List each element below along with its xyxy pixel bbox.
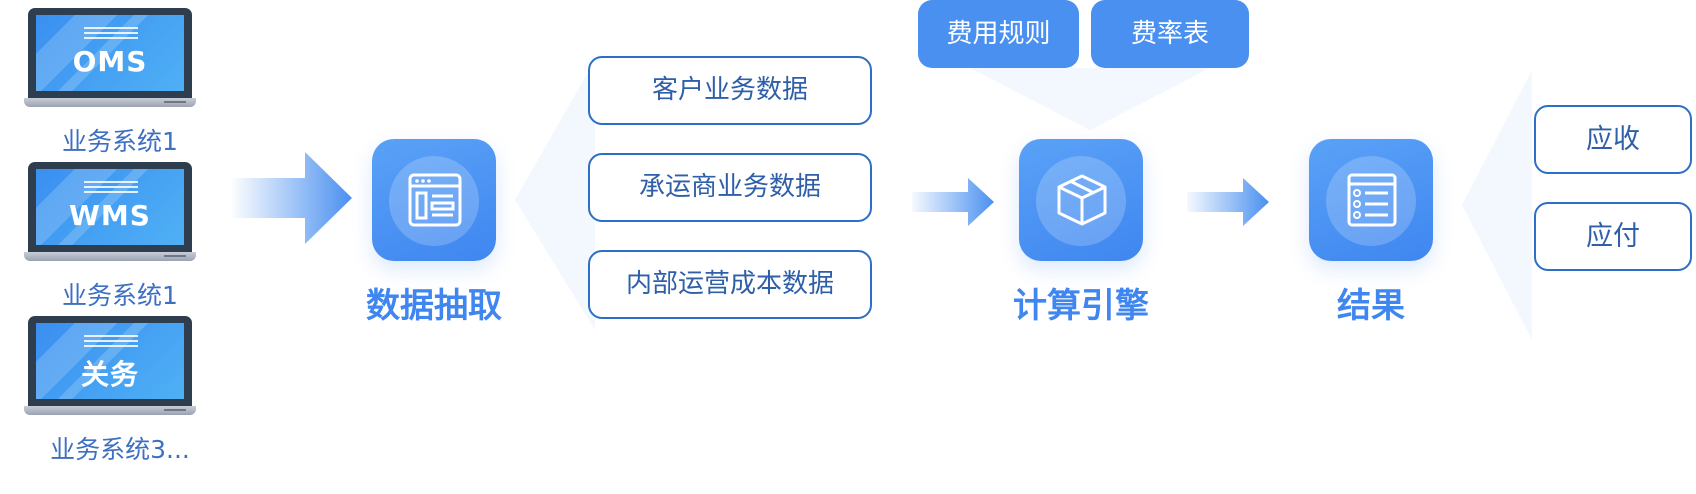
screen-lines-icon [84, 335, 138, 347]
screen-label-wms: WMS [69, 199, 151, 232]
laptop-screen-frame: 关务 [28, 316, 192, 406]
system-caption-1: 业务系统1 [62, 127, 178, 156]
extract-title: 数据抽取 [366, 286, 502, 326]
engine-title: 计算引擎 [1013, 286, 1149, 326]
laptop-wms: WMS [24, 162, 214, 262]
screen-lines-icon [84, 27, 138, 39]
result-tile [1309, 139, 1433, 261]
cube-icon [1057, 174, 1107, 226]
system-caption-3: 业务系统3... [50, 435, 190, 464]
laptop-screen: OMS [36, 15, 184, 91]
arrow-right-icon [912, 178, 994, 226]
laptop-oms: OMS [24, 8, 214, 108]
laptop-base [24, 252, 196, 261]
laptop-screen: 关务 [36, 323, 184, 399]
form-window-icon [408, 173, 462, 227]
rule-fee-rules: 费用规则 [918, 0, 1079, 68]
laptop-base [24, 406, 196, 415]
extract-tile [372, 139, 496, 261]
output-receivable: 应收 [1534, 105, 1692, 174]
data-source-carrier: 承运商业务数据 [588, 153, 872, 222]
fan-shape [515, 60, 595, 330]
fan-shape [1462, 70, 1532, 340]
rule-rate-table: 费率表 [1091, 0, 1249, 68]
screen-label-customs: 关务 [80, 358, 139, 391]
data-source-internal-cost: 内部运营成本数据 [588, 250, 872, 319]
screen-label-oms: OMS [72, 45, 148, 78]
laptop-screen-frame: OMS [28, 8, 192, 98]
laptop-screen: WMS [36, 169, 184, 245]
laptop-base [24, 98, 196, 107]
fan-shape [970, 68, 1210, 130]
output-payable: 应付 [1534, 202, 1692, 271]
checklist-icon [1347, 173, 1397, 227]
screen-lines-icon [84, 181, 138, 193]
result-title: 结果 [1337, 286, 1405, 326]
arrow-right-icon [1187, 178, 1269, 226]
data-source-customer: 客户业务数据 [588, 56, 872, 125]
system-caption-2: 业务系统1 [62, 281, 178, 310]
laptop-screen-frame: WMS [28, 162, 192, 252]
engine-tile [1019, 139, 1143, 261]
arrow-right-icon [230, 152, 352, 244]
laptop-customs: 关务 [24, 316, 214, 416]
